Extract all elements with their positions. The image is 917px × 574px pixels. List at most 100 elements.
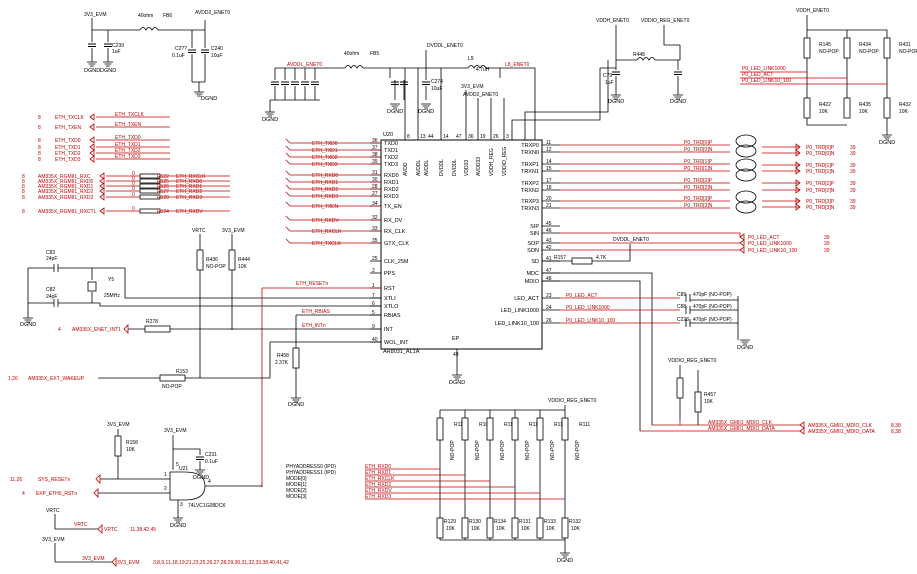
rx-res-ref: R126 — [157, 184, 169, 190]
strap-bottom-ref: R132 — [569, 519, 581, 525]
chip-right-pin-num: 46 — [546, 228, 552, 234]
chip-top-pin-name: VDDH_REG — [489, 148, 495, 176]
strap-mode-label: MODE[1] — [286, 482, 307, 488]
chip-right-pin-num: 11 — [546, 140, 551, 146]
chip-ref: U20 — [383, 132, 393, 138]
trx-sheet: 39 — [850, 145, 856, 151]
top-right-power: VDDH_ENET0 VDDIO_REG_ENET0 R448 C79 1uF … — [511, 8, 917, 146]
chip-side-net: ETH_TXD1 — [312, 148, 338, 154]
power-label-vddio-reg: VDDIO_REG_ENET0 — [641, 18, 690, 24]
rx-res-value: 0 — [132, 171, 135, 177]
chip-left-pin-name: RXD2 — [384, 187, 399, 193]
mdio-sheet: 8,38 — [891, 429, 901, 435]
and-gate-icon — [169, 471, 206, 501]
r157-body — [571, 257, 593, 265]
chip-top-pin-num: 44 — [428, 134, 434, 140]
rx-sheet: 8 — [22, 209, 25, 215]
phy-chip-u20: U20 AR8031_AL1A EP 49 DGND 8AVDD13AVDDL4… — [370, 132, 560, 386]
top-res-ref: R435 — [859, 102, 871, 108]
strap-net: ETH_RXD2 — [365, 482, 391, 488]
eth-intn-label: ETH_INTn — [302, 323, 326, 329]
rx-sheet: 8 — [22, 174, 25, 180]
chip-right-pin-num: 45 — [546, 221, 552, 227]
chip-left-pin-num: 5 — [372, 310, 375, 316]
trx-wire-label: P0_TRD[2]N — [684, 185, 713, 191]
gate-pin5: 5 — [176, 462, 179, 468]
chip-left-pin-name: TX_EN — [384, 204, 402, 210]
chip-left-pin-num: 35 — [372, 238, 378, 244]
chip-top-pin-name: AVDDL — [424, 159, 430, 176]
chip-top-pin-name: DVDDL — [452, 159, 458, 176]
mdio-wire-label: AM335X_GMII1_MDIO_DATA — [708, 426, 775, 432]
eth-resetn-label: ETH_RESETn — [296, 281, 328, 287]
chip-right-pin-num: 12 — [546, 147, 552, 153]
tx-net: ETH_TXD3 — [55, 157, 81, 163]
tx-sheet: 8 — [38, 115, 41, 121]
chip-top-pin-num: 47 — [456, 134, 462, 140]
rx-res-value: 0 — [132, 176, 135, 182]
crystal-y5-icon — [87, 281, 97, 292]
chip-left-pin-num: 25 — [372, 256, 378, 262]
chip-body — [380, 139, 543, 350]
tx-sheet: 8 — [38, 151, 41, 157]
rx-res-ref: R127 — [157, 189, 169, 195]
trx-out-net: P0_TRD[0]P — [806, 145, 835, 151]
chip-left-pin-name: INT — [384, 327, 394, 333]
strap-bottom-val: 10K — [571, 526, 581, 532]
trx-sheet: 39 — [850, 205, 856, 211]
trx-sheet: 39 — [850, 188, 856, 194]
rx-net: AM335X_RGMII1_RXD0 — [38, 179, 94, 185]
chip-left-pin-name: TXD3 — [384, 162, 398, 168]
strap-top-resistors: R114NO-POPR105NO-POPR112NO-POPR110NO-POP… — [436, 417, 590, 518]
chip-left-pin-num: 33 — [372, 226, 378, 232]
trx-wire-label: P0_TRD[3]P — [684, 196, 713, 202]
trx-out-net: P0_TRD[2]N — [806, 188, 835, 194]
chip-left-pin-name: RXD0 — [384, 173, 399, 179]
rx-wire-label: ETH_RXDV — [176, 209, 203, 215]
strap-mode-label: PHYADDRESS1 (IPD) — [286, 470, 336, 476]
chip-left-pin-name: TXD1 — [384, 148, 398, 154]
gate-pin1: 1 — [164, 472, 167, 478]
c82-val: 24pF — [46, 294, 57, 300]
rx-wire-label: ETH_RXCLK — [176, 174, 206, 180]
chip-top-pin-num: 8 — [407, 134, 410, 140]
strap-bottom-ref: R130 — [469, 519, 481, 525]
chip-side-net: ETH_TXEN — [312, 204, 339, 210]
trx-sheet: 39 — [850, 151, 856, 157]
strap-bottom-resistors: R12910KR13010KR13410KR13110KR13310KR1321… — [436, 517, 581, 540]
chip-left-pin-name: RXD3 — [384, 194, 399, 200]
chip-left-pin-name: RXD1 — [384, 180, 399, 186]
gate-pin4: 4 — [208, 479, 211, 485]
chip-right-pin-num: 23 — [546, 293, 552, 299]
rx-res-value: 0 — [132, 186, 135, 192]
chip-left-pin-num: 39 — [372, 159, 378, 165]
reset-sheet: 11,26 — [10, 477, 22, 483]
chip-right-pin-num: 43 — [546, 238, 552, 244]
chip-left-pin-num: 28 — [372, 184, 378, 190]
power-label-evm-r158: 3V3_EVM — [107, 422, 130, 428]
chip-left-pin-num: 32 — [372, 215, 378, 221]
rx-res-value: 0 — [132, 181, 135, 187]
strap-mode-label: PHYADDRESS0 (IPD) — [286, 464, 336, 470]
chip-left-pin-num: 9 — [372, 324, 375, 330]
r158-val: 10K — [126, 447, 136, 453]
chip-left-pin-name: CLK_25M — [384, 259, 409, 265]
left-bus-wires — [285, 138, 381, 244]
chip-left-pin-name: TXD0 — [384, 141, 398, 147]
evm-net: 3V3_EVM — [117, 560, 140, 566]
r153-body — [159, 374, 186, 382]
chip-side-net: ETH_RXD2 — [312, 187, 338, 193]
evm-sheets: 3,8,9,11,18,19,21,23,25,26,27,28,29,30,3… — [153, 560, 289, 566]
reset-and-gate: 3V3_EVM R158 10K 3V3_EVM C231 0.1uF DGND… — [10, 422, 263, 529]
strap-top-val: NO-POP — [500, 440, 506, 460]
strap-top-ref: R113 — [554, 422, 566, 428]
chip-right-pin-name: TRXP3 — [521, 199, 539, 205]
chip-top-pin-name: VDDIO_REG — [502, 146, 508, 176]
chip-left-pin-name: XTLI — [384, 296, 396, 302]
chip-side-net: ETH_TXD3 — [312, 162, 338, 168]
dgnd-6: DGND — [418, 109, 434, 115]
tx-wire-label: ETH_TXD2 — [115, 148, 141, 154]
led-wire-label: P0_LED_ACT — [566, 293, 597, 299]
top-res-ref: R145 — [819, 42, 831, 48]
